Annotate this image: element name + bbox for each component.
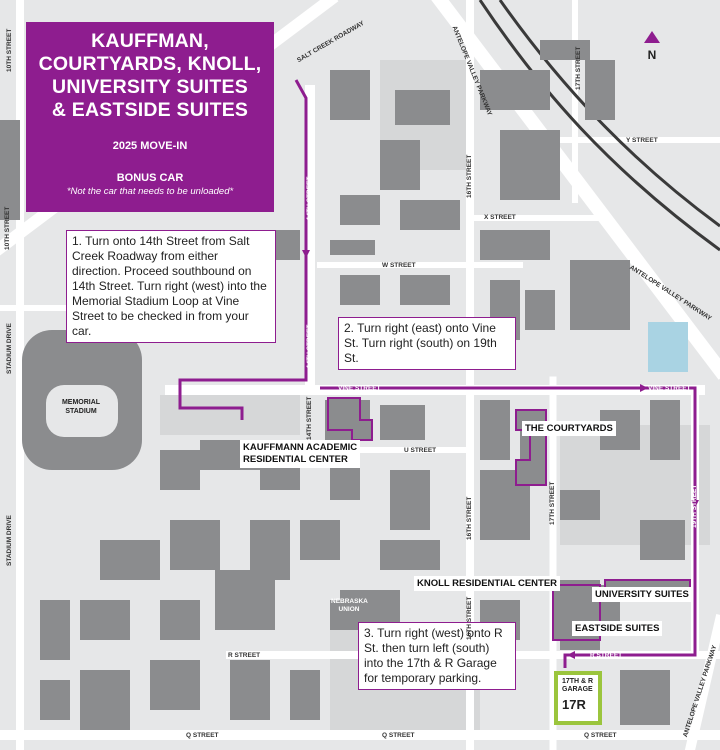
seventeenth-street-label-2: 17TH STREET — [549, 481, 556, 525]
step-3-callout: 3. Turn right (west) onto R St. then tur… — [358, 622, 516, 690]
sixteenth-street-label-1: 16TH STREET — [466, 154, 473, 198]
q-street-label-3: Q STREET — [584, 732, 617, 739]
vine-street-label-1: VINE STREET — [338, 385, 381, 392]
step-2-callout: 2. Turn right (east) onto Vine St. Turn … — [338, 317, 516, 370]
fourteenth-street-label-1: 14TH STREET — [306, 176, 313, 220]
title-line-4: & EASTSIDE SUITES — [51, 99, 249, 121]
university-suites-label: UNIVERSITY SUITES — [592, 587, 692, 602]
title-line-1: KAUFFMAN, — [91, 30, 209, 52]
sixteenth-street-label-3: 16TH STREET — [466, 596, 473, 640]
step-1-callout: 1. Turn onto 14th Street from Salt Creek… — [66, 230, 276, 343]
bonus-note: *Not the car that needs to be unloaded* — [66, 186, 234, 197]
north-indicator: N — [643, 30, 661, 62]
north-arrow-icon — [644, 31, 660, 43]
w-street-label: W STREET — [382, 262, 416, 269]
sixteenth-street-label-2: 16TH STREET — [466, 496, 473, 540]
tenth-street-label-1: 10TH STREET — [6, 28, 13, 72]
title-line-3: UNIVERSITY SUITES — [52, 76, 248, 98]
fourteenth-street-label-2: 14TH STREET — [306, 324, 313, 368]
stadium-label-line-1: MEMORIAL — [61, 399, 101, 406]
stadium-label: MEMORIAL STADIUM — [56, 398, 106, 416]
x-street-label: X STREET — [484, 214, 516, 221]
q-street-label-1: Q STREET — [186, 732, 219, 739]
title-box: KAUFFMAN, COURTYARDS, KNOLL, UNIVERSITY … — [26, 22, 274, 212]
title-line-2: COURTYARDS, KNOLL, — [38, 53, 262, 75]
q-street-label-2: Q STREET — [382, 732, 415, 739]
north-label: N — [647, 48, 657, 62]
r-street-label-1: R STREET — [228, 652, 261, 659]
kauffman-label-line-1: KAUFFMANN ACADEMIC — [243, 442, 358, 453]
union-label-line-1: NEBRASKA — [331, 598, 368, 605]
courtyards-label: THE COURTYARDS — [522, 421, 616, 436]
garage-label-line-1: 17TH & R — [562, 678, 594, 685]
kauffman-label-line-2: RESIDENTIAL CENTER — [243, 454, 348, 465]
garage-label-line-2: GARAGE — [562, 686, 593, 693]
knoll-label: KNOLL RESIDENTIAL CENTER — [414, 576, 561, 591]
fourteenth-street-label-3: 14TH STREET — [306, 396, 313, 440]
tenth-street-label-2: 10TH STREET — [4, 206, 11, 250]
u-street-label: U STREET — [404, 447, 437, 454]
nineteenth-street-label: 19TH STREET — [691, 484, 698, 528]
eastside-suites-label: EASTSIDE SUITES — [572, 621, 663, 636]
stadium-label-line-2: STADIUM — [65, 408, 97, 415]
stadium-drive-label-2: STADIUM DRIVE — [6, 515, 13, 566]
union-label-line-2: UNION — [338, 606, 360, 613]
garage-17r-marker: 17TH & R GARAGE 17R — [554, 671, 602, 725]
vine-street-label-2: VINE STREET — [648, 385, 691, 392]
seventeenth-street-label-1: 17TH STREET — [575, 46, 582, 90]
garage-code: 17R — [562, 697, 586, 712]
memorial-stadium-shape — [22, 330, 142, 470]
bonus-label: BONUS CAR — [116, 172, 184, 184]
kauffman-label: KAUFFMANN ACADEMIC RESIDENTIAL CENTER — [240, 440, 361, 468]
y-street-label: Y STREET — [626, 137, 658, 144]
subtitle: 2025 MOVE-IN — [112, 140, 188, 152]
stadium-drive-label-1: STADIUM DRIVE — [6, 323, 13, 374]
union-label: NEBRASKA UNION — [331, 598, 368, 614]
r-street-label-2: R STREET — [590, 652, 623, 659]
